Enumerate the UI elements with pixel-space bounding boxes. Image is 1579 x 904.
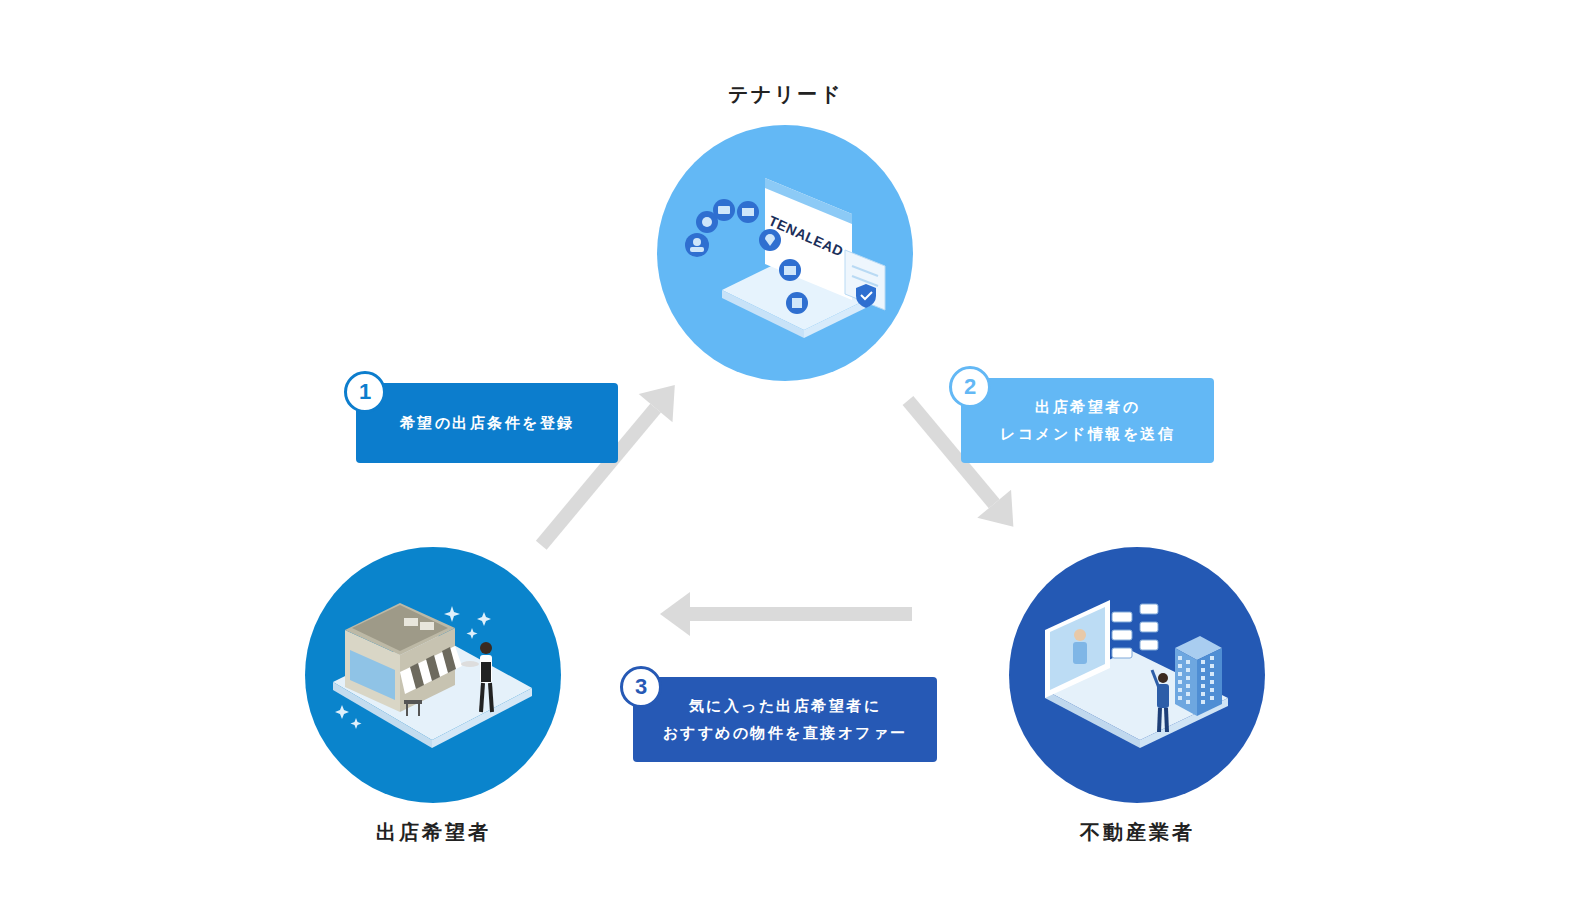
shop-illustration — [333, 603, 532, 748]
step-box: 気に入った出店希望者に おすすめの物件を直接オファー 3 — [633, 677, 937, 762]
window-mark — [1201, 668, 1205, 672]
callout-number: 2 — [949, 366, 991, 408]
step-box: 希望の出店条件を登録1 — [356, 383, 618, 463]
window-mark — [1178, 664, 1182, 668]
step-box: 出店希望者の レコメンド情報を送信2 — [961, 378, 1214, 463]
window-mark — [1201, 684, 1205, 688]
window-mark — [1186, 668, 1190, 672]
window-mark — [1178, 680, 1182, 684]
node-title: テナリード — [728, 81, 843, 108]
circle-node: 出店希望者 — [305, 547, 561, 803]
window-mark — [1186, 700, 1190, 704]
logo-slot: TENALEAD — [766, 212, 846, 259]
circle-ground — [657, 125, 913, 381]
arrow-head — [977, 490, 1013, 527]
circle-ground — [1009, 547, 1265, 803]
label-slot: 出店希望者 — [245, 819, 621, 846]
window-mark — [1186, 660, 1190, 664]
callout-number: 1 — [344, 371, 386, 413]
arrow-head — [660, 592, 690, 636]
step-text: 気に入った出店希望者に おすすめの物件を直接オファー — [653, 693, 917, 746]
realtor-illustration — [1045, 600, 1228, 748]
circle-ground — [305, 547, 561, 803]
window-mark — [1178, 688, 1182, 692]
window-mark — [1186, 676, 1190, 680]
logo-text: TENALEAD — [766, 212, 846, 259]
node-title: 出店希望者 — [376, 819, 491, 846]
window-mark — [1210, 680, 1214, 684]
window-mark — [1210, 672, 1214, 676]
callout-number-text: 1 — [359, 381, 371, 403]
window-mark — [1210, 696, 1214, 700]
window-mark — [1186, 692, 1190, 696]
label-slot: 不動産業者 — [949, 819, 1325, 846]
circle-node: 不動産業者 — [1009, 547, 1265, 803]
window-mark — [1201, 660, 1205, 664]
flow-arrow — [660, 592, 912, 636]
callout-number: 3 — [620, 666, 662, 708]
callout-number-text: 2 — [964, 376, 976, 398]
label-slot: テナリード — [597, 81, 973, 108]
window-mark — [1201, 676, 1205, 680]
platform-illustration — [685, 178, 885, 338]
arrow-head — [639, 385, 675, 422]
window-mark — [1201, 700, 1205, 704]
window-mark — [1178, 696, 1182, 700]
node-title: 不動産業者 — [1080, 819, 1195, 846]
window-mark — [1186, 684, 1190, 688]
step-text: 出店希望者の レコメンド情報を送信 — [981, 394, 1194, 447]
circle-node: テナリード — [657, 125, 913, 381]
window-mark — [1178, 672, 1182, 676]
window-mark — [1210, 656, 1214, 660]
window-mark — [1210, 664, 1214, 668]
window-mark — [1178, 656, 1182, 660]
window-mark — [1201, 692, 1205, 696]
step-text: 希望の出店条件を登録 — [376, 410, 598, 436]
window-mark — [1210, 688, 1214, 692]
arrow-shaft — [690, 607, 912, 621]
callout-number-text: 3 — [635, 676, 647, 698]
